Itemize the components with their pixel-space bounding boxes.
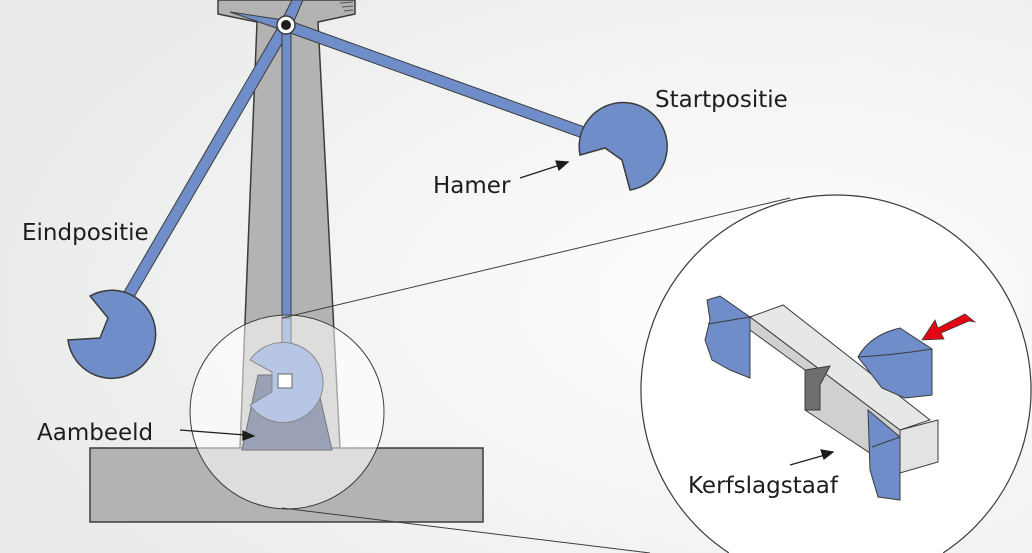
- zoom-line-top: [281, 197, 791, 319]
- scale-marks: [339, 1, 354, 12]
- label-start-position: Startpositie: [655, 87, 788, 113]
- specimen-small: [277, 373, 293, 389]
- label-hammer: Hamer: [433, 173, 511, 199]
- label-specimen: Kerfslagstaaf: [688, 473, 839, 499]
- label-anvil: Aambeeld: [37, 420, 153, 446]
- zoom-line-bottom: [281, 507, 651, 553]
- label-end-position: Eindpositie: [22, 220, 149, 246]
- hammer-end: [67, 289, 157, 380]
- impact-arrow-icon: [921, 313, 977, 341]
- pointer-arrows: [179, 160, 835, 466]
- hammer-start: [578, 101, 668, 191]
- specimen-detail: [704, 295, 939, 501]
- pivot-center: [281, 20, 291, 30]
